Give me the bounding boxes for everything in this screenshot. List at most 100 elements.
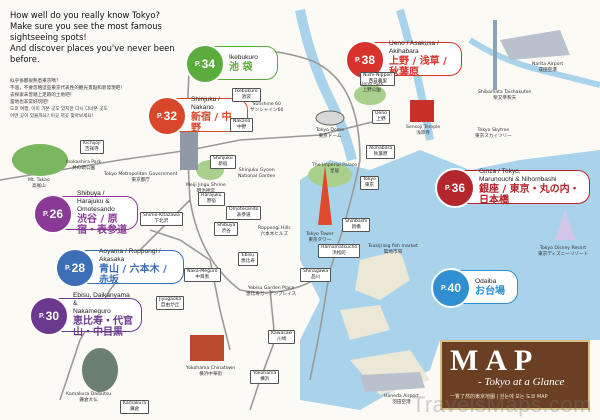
station-harajuku[interactable]: Harajuku 原宿 [198,192,225,206]
landmark-tsukiji: Tsukiji big fish market 築地市場 [368,244,418,255]
landmark-inokashira-park: Inokashira Park 井の頭公園 [66,160,102,171]
intro-line: before. [10,54,40,64]
intro-sub-line: 似乎係都很熟悉東京嗎？ [10,79,61,84]
intro-sub-line: 不過，不要忽略這些東京代表性的觀光景點和新發現吧！ [10,86,125,91]
skytree-shape [493,20,497,90]
station-jiyugaoka[interactable]: Jiyugaoka 自由が丘 [156,296,185,310]
page-badge: P.32 [147,96,187,136]
landmark-meiji-jingu: Meiji Jingu Shrine 明治神宮 [186,183,226,194]
intro-multilingual: 似乎係都很熟悉東京嗎？ 不過，不要忽略這些東京代表性的觀光景點和新發現吧！ 去探… [10,78,160,120]
landfill [340,305,390,340]
area-name-jp: お台場 [475,285,505,297]
haneda-plane-shape [360,372,425,392]
landmark-mt-takao: Mt. Takao 高尾山 [28,178,50,189]
page-badge: P.30 [29,296,69,336]
intro-line: Make sure you see the most famous [10,21,162,31]
station-kamakura[interactable]: Kamakura 鎌倉 [120,400,150,414]
landmark-tokyo-tower: Tokyo Tower 東京タワー [306,232,334,243]
landmark-narita: Narita Airport 成田空港 [532,62,564,73]
river [295,9,357,162]
station-ueno[interactable]: Ueno 上野 [372,110,390,124]
station-akihabara[interactable]: Akihabara 秋葉原 [366,145,396,159]
area-name-en: Ikebukuro [229,53,258,61]
area-name-en: Ebisu, Daikanyama & Nakameguro [73,292,130,315]
intro-sub-line: 去探索未曾踏上足跡的土地吧！ [10,93,75,98]
landmark-shinjuku-gyoen: Shinjuku Gyoen National Garden [238,168,276,179]
area-name-en: Odaiba [475,277,497,285]
area-name-en: Ginza / Tokyo, Marunouchi & Nihombashi [479,168,557,183]
intro-english: How well do you really know Tokyo? Make … [10,10,190,65]
watermark: TravelsMaps.com [411,392,592,417]
station-hamamatsucho[interactable]: Hamamatsucho 浜松町 [318,244,361,258]
intro-line: And discover places you've never been [10,43,175,53]
intro-line: sightseeing spots! [10,32,87,42]
landmark-sensoji: Sensoji Temple 浅草寺 [406,125,441,136]
landmark-shibamata: Shibamata Taishakuten 柴又帝釈天 [478,90,532,101]
area-name-en: Shibuya / Harajuku & Omotesando [77,190,115,213]
landmark-sunshine60: Sunshine 60 サンシャイン60 [250,102,284,113]
area-name-jp: 新宿 / 中野 [191,112,232,134]
area-name-jp: 渋谷 / 原宿・表参道 [77,214,127,236]
station-omotesando[interactable]: Omotesando 表参道 [226,206,262,220]
landmark-yebisu-garden: Yebisu Garden Place 恵比寿ガーデンプレイス [246,286,297,297]
station-nishi-nippori[interactable]: Nishi-Nippori 西日暮里 [360,72,396,86]
area-name-en: Aoyama / Roppongi / Akasaka [99,248,161,263]
area-name-jp: 恵比寿・代官山・中目黒 [73,316,133,338]
ueno-park-green [354,85,386,105]
landmark-tokyo-disney: Tokyo Disney Resort 東京ディズニーリゾート [538,246,589,257]
mt-takao [12,144,68,176]
intro-line: How well do you really know Tokyo? [10,10,160,20]
area-name-jp: 青山 / 六本木 / 赤坂 [99,264,167,286]
map-title-multilingual: 一覧了然的東京地圖 | 한눈에 보는 도쿄 MAP [450,394,548,400]
chinatown-gate-shape [190,335,224,361]
landmark-yokohama-chinatown: Yokohama Chinatown 横浜中華街 [186,366,236,377]
station-kichijoji[interactable]: Kichijoji 吉祥寺 [80,140,104,154]
landmark-kamakura-daibutsu: Kamakura Daibutsu 鎌倉大仏 [66,392,112,403]
station-ebisu[interactable]: Ebisu 恵比寿 [238,252,258,266]
station-shinjuku[interactable]: Shinjuku 新宿 [210,155,236,169]
station-shibuya[interactable]: Shibuya 渋谷 [214,222,239,236]
station-tokyo[interactable]: Tokyo 東京 [360,176,379,190]
station-yokohama[interactable]: Yokohama 横浜 [250,370,280,384]
landmark-imperial-palace: The Imperial Palace 皇居 [312,163,358,174]
area-card-ginza-tokyo[interactable]: P.36 Ginza / Tokyo, Marunouchi & Nihomba… [435,168,590,208]
landmark-ueno-park: Ueno Park 上野公園 [360,82,384,93]
station-ikebukuro[interactable]: Ikebukuro 池袋 [232,88,261,102]
station-shinagawa[interactable]: Shinagawa 品川 [300,268,332,282]
tokyo-dome-shape [315,110,345,126]
station-shimo-kitazawa[interactable]: Shimo-Kitazawa 下北沢 [140,212,183,226]
station-shinbashi[interactable]: Shinbashi 新橋 [342,218,371,232]
metropolitan-govt-shape [180,130,198,170]
area-name-jp: 上野 / 浅草 / 秋葉原 [389,56,447,78]
intro-sub-line: 當地也非常好玩吧！ [10,100,52,105]
disney-castle-shape [555,210,575,240]
page-badge: P.36 [435,168,475,208]
area-name-jp: 銀座 / 東京・丸の内・日本橋 [479,184,580,206]
map-title-box: MAP - Tokyo at a Glance 一覧了然的東京地圖 | 한눈에 … [440,340,590,410]
map-subtitle: - Tokyo at a Glance [478,376,565,388]
station-nakano[interactable]: Nakano 中野 [230,118,254,132]
area-name-en: Ueno / Asakusa / Akihabara [389,40,439,55]
landmark-tokyo-dome: Tokyo Dome 東京ドーム [316,128,344,139]
area-name-en: Shinjuku / Nakano [191,96,220,111]
river [468,37,600,88]
page-badge: P.34 [185,44,225,84]
landmark-roppongi-hills: Roppongi Hills 六本木ヒルズ [258,226,291,237]
odaiba-island [355,250,410,300]
intro-sub-line: 도쿄 여행, 이미 가본 곳도 있지만 다시 다녀본 곳도 [10,107,108,112]
intro-sub-line: 어떤 곳이 있을까요? 이곳 저곳 찾아보세요! [10,114,94,119]
station-kawasaki[interactable]: Kawasaki 川崎 [268,330,296,344]
area-name-jp: 池 袋 [229,61,253,73]
landmark-tokyo-skytree: Tokyo Skytree 東京スカイツリー [475,128,512,139]
daibutsu-shape [82,348,118,392]
station-naka-meguro[interactable]: Naka-Meguro 中目黒 [184,268,221,282]
sensoji-shape [410,100,434,122]
